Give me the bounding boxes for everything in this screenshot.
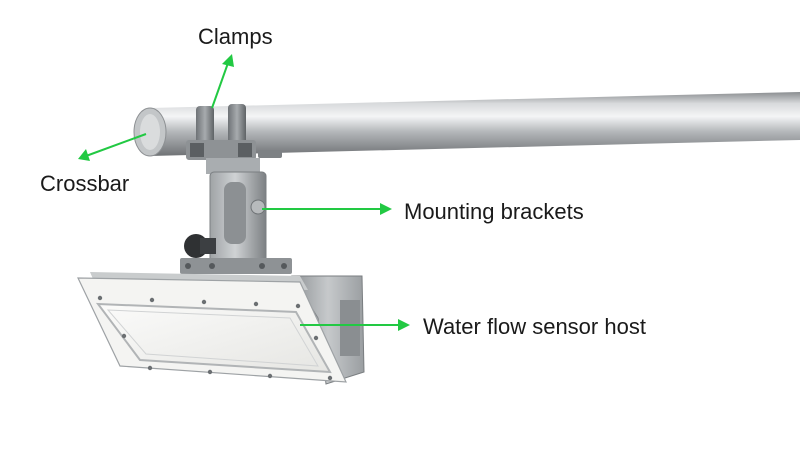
crossbar-arrow [78,133,147,161]
sensor-host-arrow [300,319,410,331]
clamps-arrow [211,54,234,109]
sensor-host-part [77,272,365,385]
mounting-brackets-label: Mounting brackets [404,199,584,224]
crossbar-label: Crossbar [40,171,129,196]
mounting-brackets-arrow [262,203,392,215]
clamps-label: Clamps [198,24,273,49]
mounting-brackets-part [180,158,292,274]
sensor-host-label: Water flow sensor host [423,314,646,339]
crossbar-pipe [133,92,800,157]
clamps-part [186,104,282,160]
